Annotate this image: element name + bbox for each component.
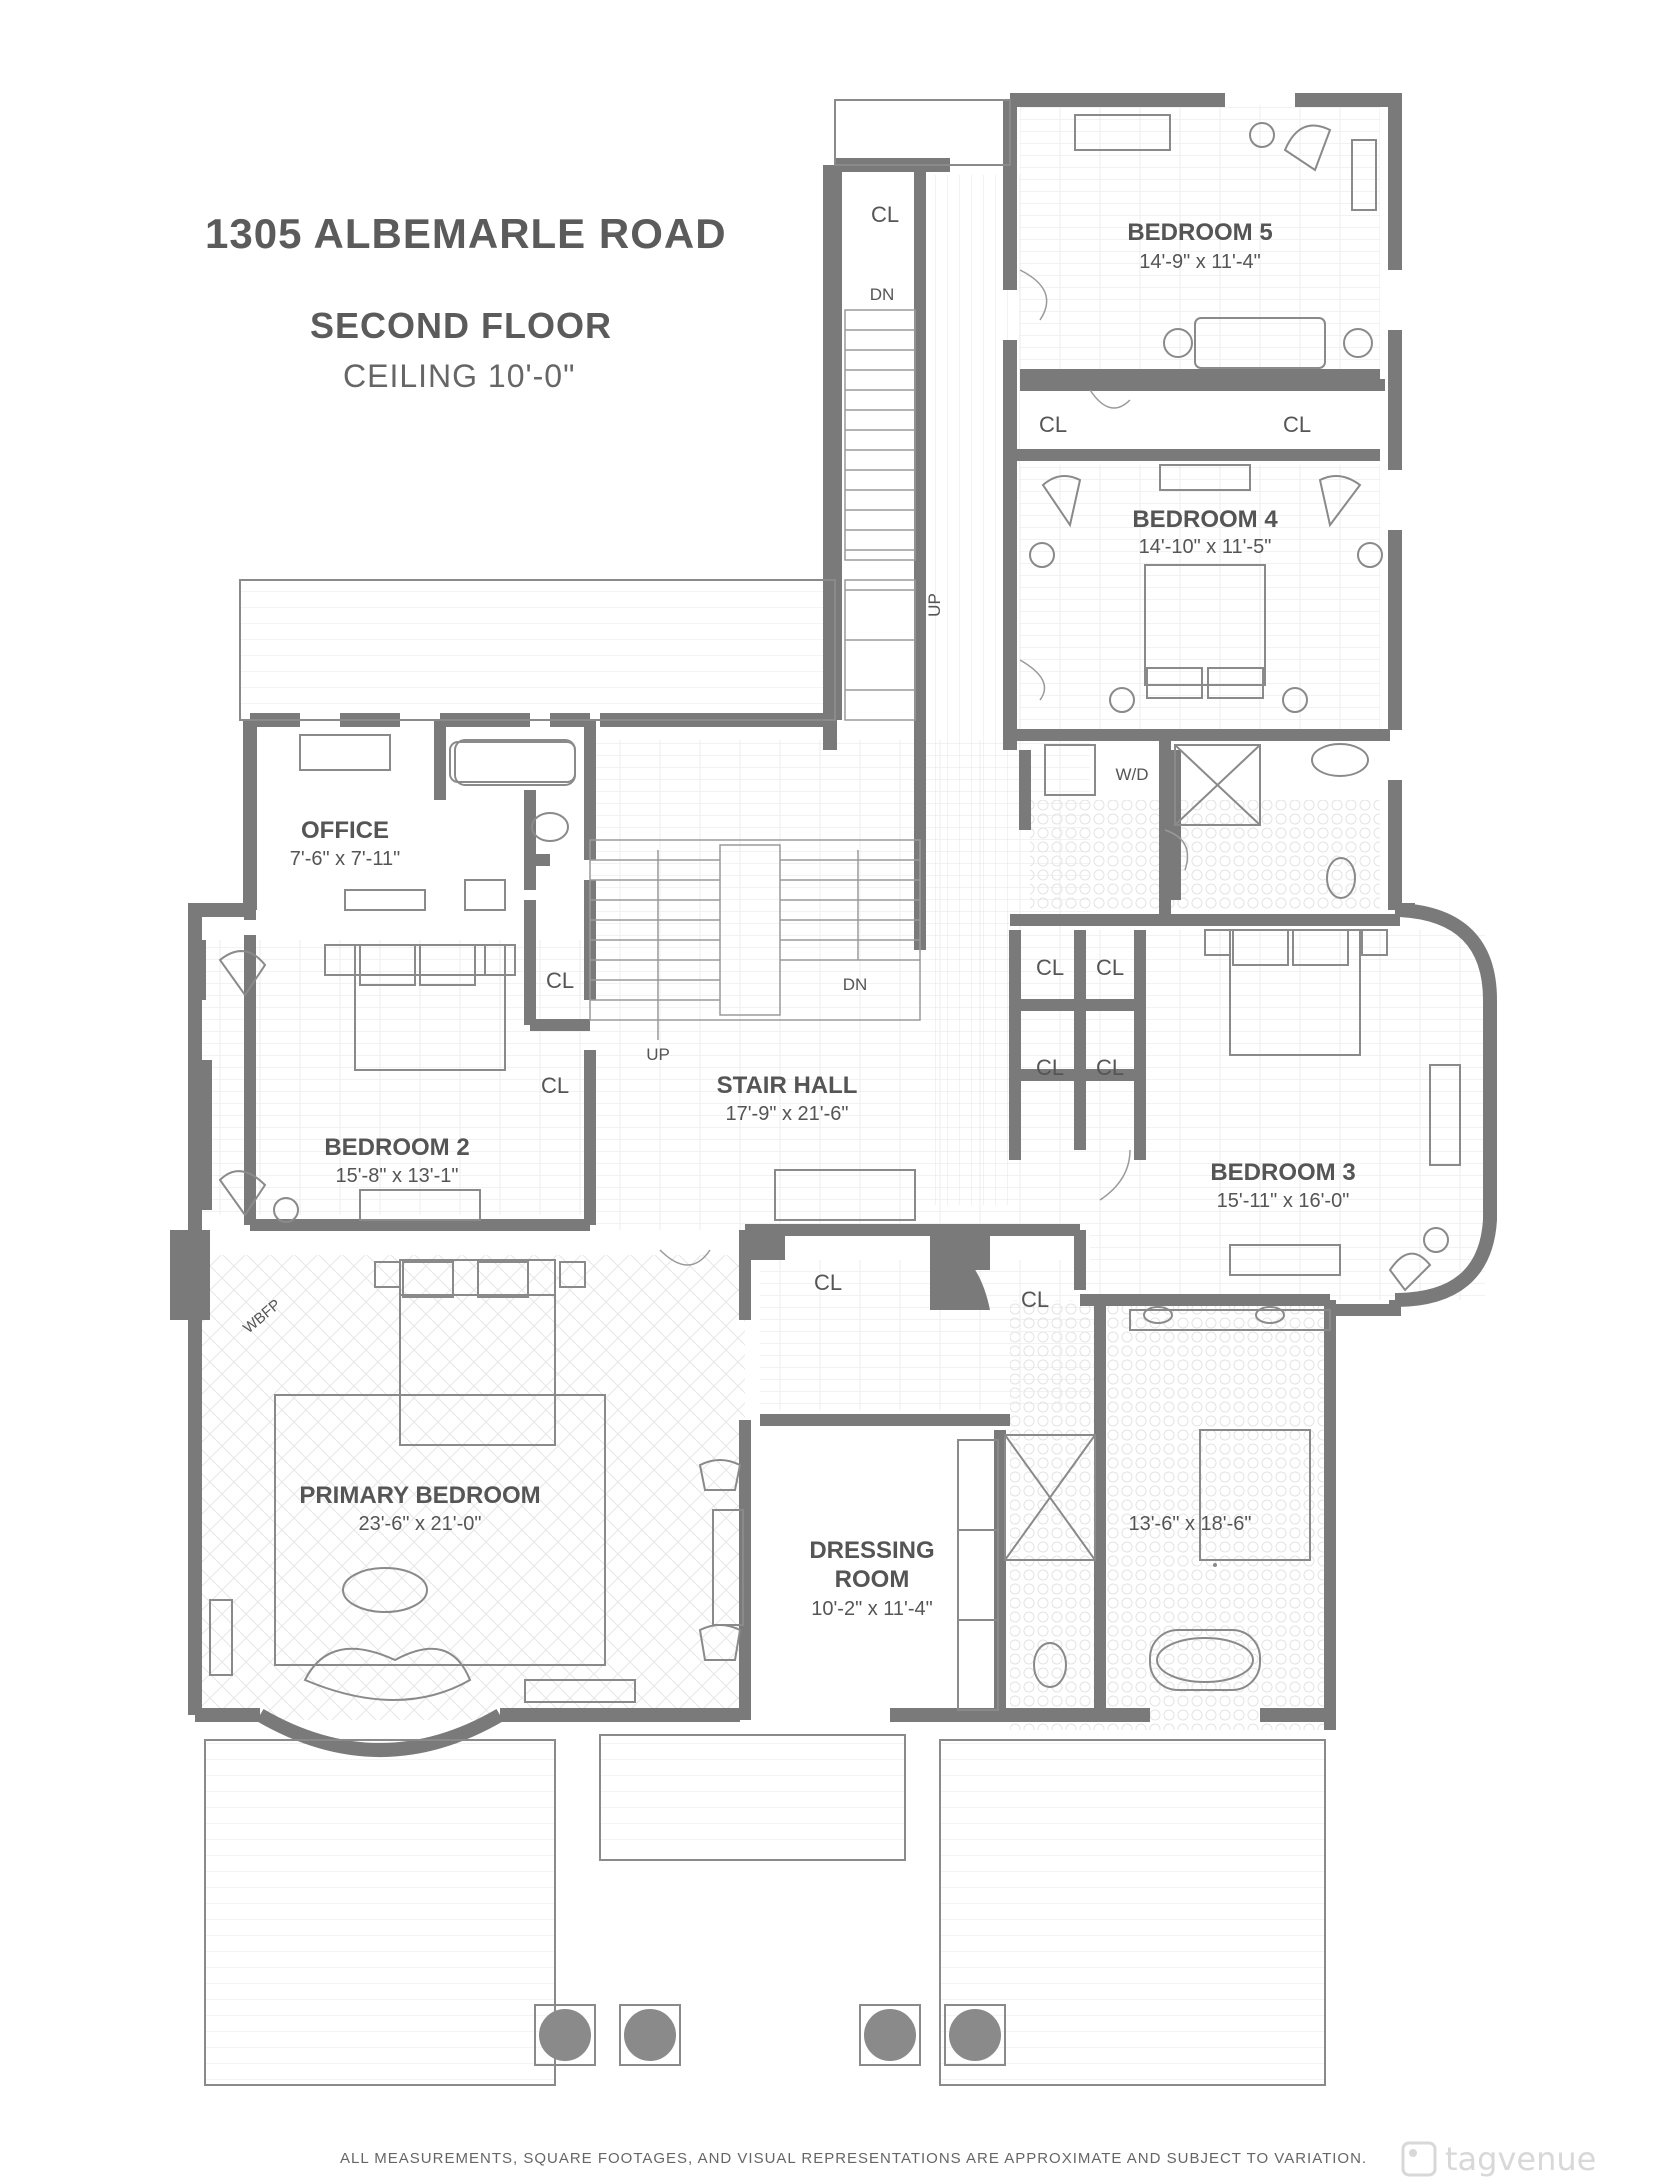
bedroom5-dims: 14'-9" x 11'-4" xyxy=(1139,251,1261,273)
closet-label: CL xyxy=(1096,1055,1124,1080)
primary-bedroom-name: PRIMARY BEDROOM xyxy=(299,1482,540,1509)
stairs xyxy=(589,309,921,1040)
closet-label: CL xyxy=(1036,1055,1064,1080)
closet-label: CL xyxy=(1283,412,1311,437)
walls xyxy=(188,93,1497,1757)
closet-label: CL xyxy=(871,202,899,227)
washer-dryer-label: W/D xyxy=(1115,765,1148,784)
dressing-room-name-2: ROOM xyxy=(835,1566,910,1593)
closet-label: CL xyxy=(1021,1287,1049,1312)
stair-down-label: DN xyxy=(843,975,868,994)
door-swings xyxy=(659,269,1189,1266)
floor-fills xyxy=(200,105,1485,2090)
bedroom4-name: BEDROOM 4 xyxy=(1132,506,1278,533)
bedroom3-dims: 15'-11" x 16'-0" xyxy=(1217,1190,1350,1212)
tagvenue-logo-icon xyxy=(1401,2141,1437,2177)
stair-up-label: UP xyxy=(925,593,944,617)
stair-up-label: UP xyxy=(646,1045,670,1064)
office-name: OFFICE xyxy=(301,817,389,844)
stair-hall-dims: 17'-9" x 21'-6" xyxy=(725,1103,848,1125)
office-dims: 7'-6" x 7'-11" xyxy=(290,848,400,870)
closet-label: CL xyxy=(814,1270,842,1295)
dressing-room-name-1: DRESSING xyxy=(809,1537,934,1564)
ceiling-height: CEILING 10'-0" xyxy=(343,358,576,394)
primary-bath-dims: 13'-6" x 18'-6" xyxy=(1128,1513,1251,1535)
floor-name: SECOND FLOOR xyxy=(310,305,613,346)
stair-hall-name: STAIR HALL xyxy=(717,1072,858,1099)
bedroom2-dims: 15'-8" x 13'-1" xyxy=(335,1165,458,1187)
bedroom4-dims: 14'-10" x 11'-5" xyxy=(1139,536,1272,558)
closet-label: CL xyxy=(546,968,574,993)
closet-label: CL xyxy=(1036,955,1064,980)
closet-label: CL xyxy=(1039,412,1067,437)
closet-label: CL xyxy=(1096,955,1124,980)
closet-label: CL xyxy=(541,1073,569,1098)
furniture xyxy=(204,99,1461,2086)
room-labels: BEDROOM 5 14'-9" x 11'-4" BEDROOM 4 14'-… xyxy=(290,219,1356,1620)
property-address: 1305 ALBEMARLE ROAD xyxy=(205,210,727,257)
primary-bedroom-dims: 23'-6" x 21'-0" xyxy=(358,1513,481,1535)
bedroom5-name: BEDROOM 5 xyxy=(1127,219,1272,246)
tagvenue-brand: tagvenue xyxy=(1445,2140,1597,2178)
stair-down-label: DN xyxy=(870,285,895,304)
wall-blocks xyxy=(170,1230,990,1320)
bedroom3-name: BEDROOM 3 xyxy=(1210,1159,1355,1186)
disclaimer-text: ALL MEASUREMENTS, SQUARE FOOTAGES, AND V… xyxy=(340,2150,1368,2167)
bedroom2-name: BEDROOM 2 xyxy=(324,1134,469,1161)
dressing-room-dims: 10'-2" x 11'-4" xyxy=(811,1598,933,1620)
